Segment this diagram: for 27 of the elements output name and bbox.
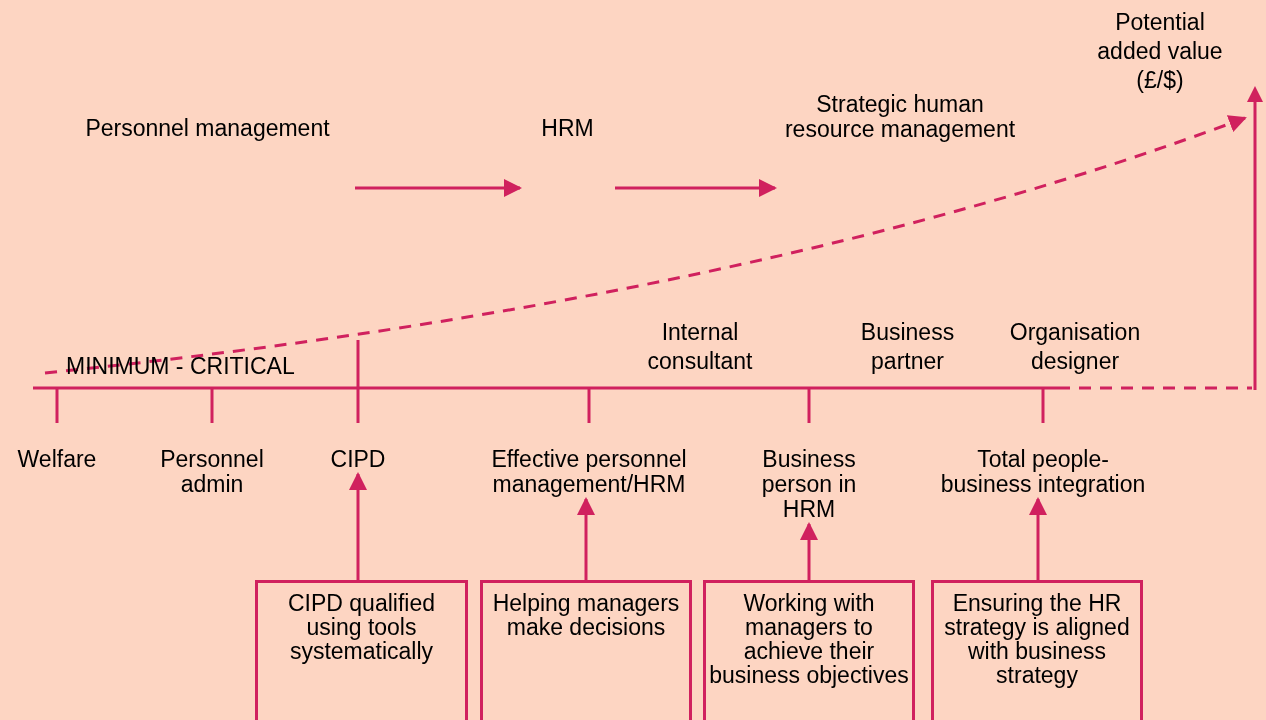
- role-label: CIPD: [330, 447, 386, 472]
- description-box: [931, 580, 1143, 720]
- role-label: Effective personnel management/HRM: [490, 447, 688, 497]
- box-text: Helping managers make decisions: [491, 591, 681, 639]
- role-label: Welfare: [17, 447, 97, 472]
- stage-heading: Strategic human resource management: [783, 92, 1017, 142]
- arrow: [355, 179, 522, 197]
- role-label: Organisation designer: [1008, 318, 1142, 376]
- box-text: CIPD qualified using tools systematically: [287, 591, 436, 663]
- arrow: [800, 522, 818, 580]
- role-label: Internal consultant: [646, 318, 754, 376]
- role-label: Business partner: [859, 318, 956, 376]
- arrow: [1029, 497, 1047, 580]
- description-box: [703, 580, 915, 720]
- stage-heading: HRM: [541, 116, 594, 141]
- role-label: Total people-business integration: [939, 447, 1147, 497]
- description-box: [480, 580, 692, 720]
- box-text: Working with managers to achieve their business objectives: [708, 591, 910, 687]
- stage-heading: Personnel management: [85, 116, 330, 141]
- arrow: [577, 497, 595, 580]
- box-text: Ensuring the HR strategy is aligned with business strategy: [943, 591, 1131, 687]
- role-label: Business person in HRM: [760, 447, 858, 522]
- role-label: Personnel admin: [159, 447, 265, 497]
- arrow: [349, 472, 367, 580]
- arrow: [615, 179, 777, 197]
- description-box: [255, 580, 468, 720]
- axis-label: Potential added value (£/$): [1096, 8, 1224, 95]
